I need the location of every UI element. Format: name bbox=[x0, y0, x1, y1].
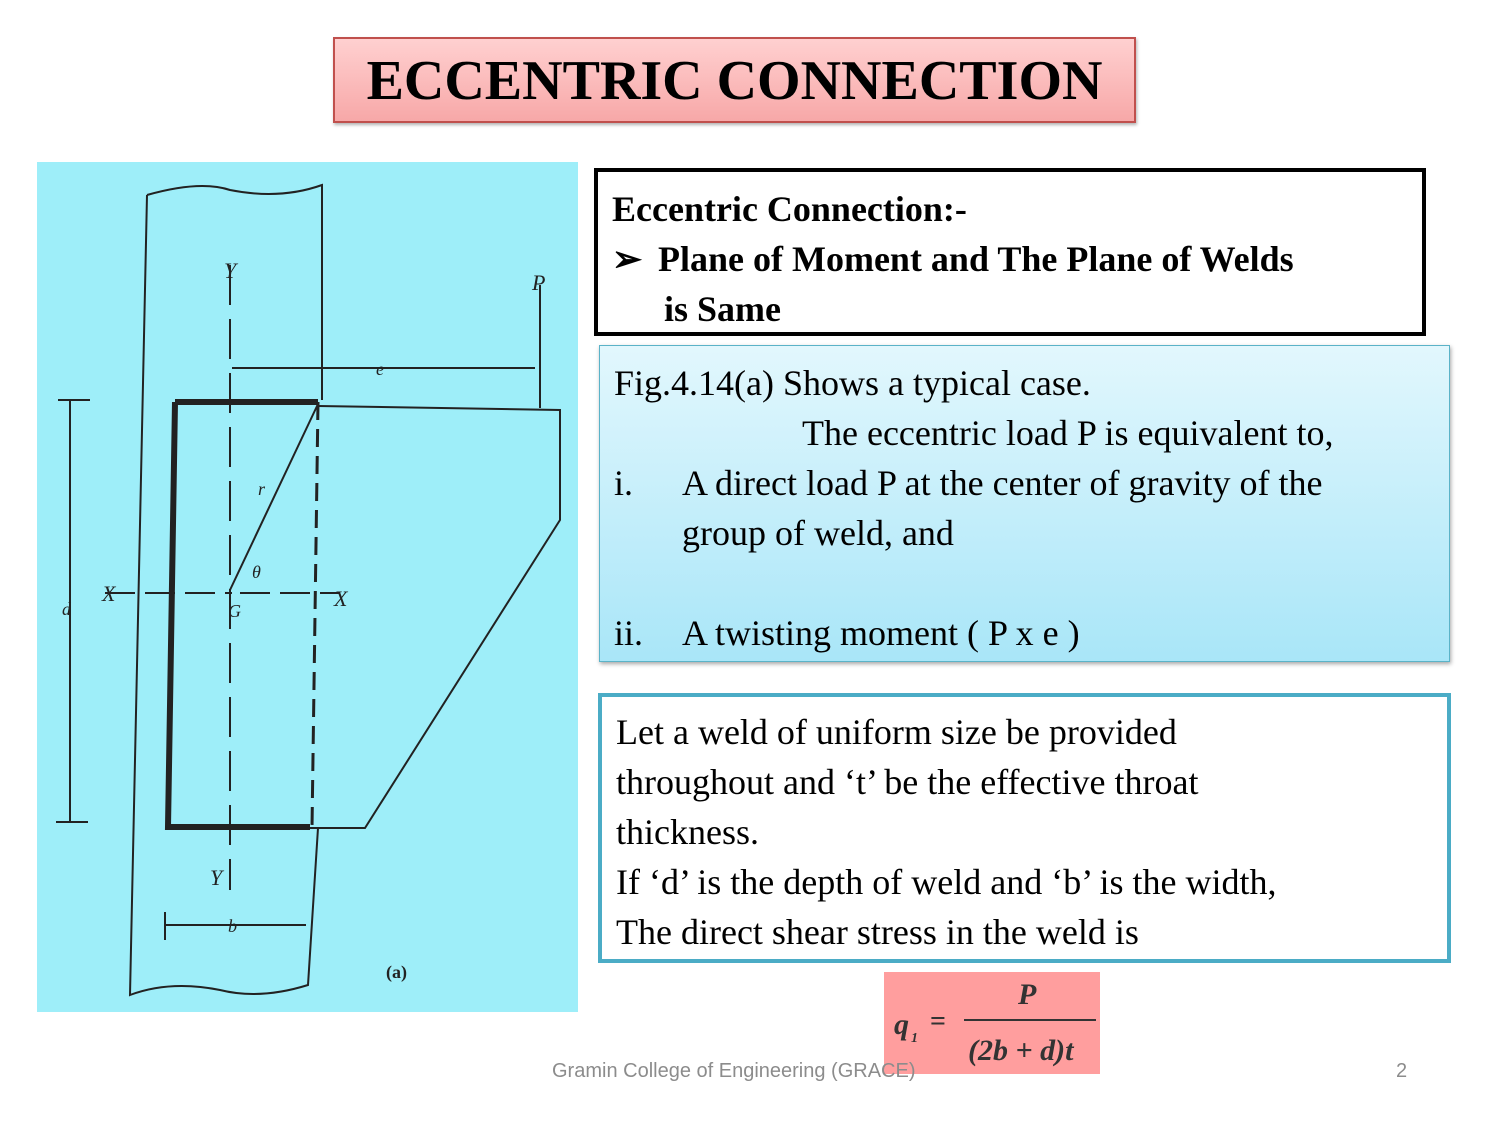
bullet-text: Plane of Moment and The Plane of Welds is… bbox=[658, 234, 1294, 334]
d-label: d bbox=[62, 599, 72, 619]
definition-box: Eccentric Connection:- ➢ Plane of Moment… bbox=[594, 168, 1426, 336]
footer-text: Gramin College of Engineering (GRACE) bbox=[552, 1060, 916, 1082]
list-number: ii. bbox=[614, 613, 644, 653]
bullet-text-line1: Plane of Moment and The Plane of Welds bbox=[658, 239, 1294, 279]
list-text-line2: group of weld, and bbox=[682, 513, 954, 553]
b-label: b bbox=[228, 916, 237, 936]
slide-title: ECCENTRIC CONNECTION bbox=[333, 37, 1136, 123]
formula-lhs: q bbox=[894, 1008, 909, 1041]
weld-line bbox=[164, 399, 318, 830]
weld-description-box: Let a weld of uniform size be provided t… bbox=[598, 693, 1451, 963]
weld-line-text: throughout and ‘t’ be the effective thro… bbox=[616, 762, 1199, 802]
formula-numerator: P bbox=[1017, 978, 1037, 1011]
shear-stress-formula: q 1 = P (2b + d)t bbox=[884, 972, 1100, 1074]
r-label: r bbox=[258, 479, 266, 499]
b-dimension bbox=[164, 912, 306, 940]
radius-line bbox=[229, 403, 319, 591]
x-label-left: X bbox=[101, 581, 117, 606]
list-text: A direct load P at the center of gravity… bbox=[682, 458, 1322, 558]
x-label-right: X bbox=[333, 586, 349, 611]
definition-heading: Eccentric Connection:- bbox=[612, 189, 967, 229]
list-item: i. A direct load P at the center of grav… bbox=[614, 458, 1435, 558]
eccentric-connection-figure: Y Y X X G θ r P e d b (a) bbox=[37, 162, 578, 1012]
theta-label: θ bbox=[252, 562, 261, 582]
d-dimension bbox=[56, 399, 90, 823]
bracket-plate bbox=[310, 405, 561, 829]
y-label-top: Y bbox=[224, 258, 239, 283]
weld-line-text: If ‘d’ is the depth of weld and ‘b’ is t… bbox=[616, 862, 1277, 902]
g-label: G bbox=[228, 601, 241, 621]
formula-lhs-subscript: 1 bbox=[911, 1031, 918, 1046]
explanation-line1: Fig.4.14(a) Shows a typical case. bbox=[614, 363, 1091, 403]
list-item: ii. A twisting moment ( P x e ) bbox=[614, 608, 1435, 658]
formula-denominator: (2b + d)t bbox=[968, 1034, 1075, 1067]
p-label: P bbox=[531, 270, 545, 295]
explanation-box: Fig.4.14(a) Shows a typical case. The ec… bbox=[599, 345, 1450, 662]
list-number: i. bbox=[614, 463, 634, 503]
list-text-line1: A direct load P at the center of gravity… bbox=[682, 463, 1323, 503]
explanation-line2: The eccentric load P is equivalent to, bbox=[802, 413, 1334, 453]
dashed-edge bbox=[310, 401, 320, 829]
weld-line-text: thickness. bbox=[616, 812, 759, 852]
figure-caption: (a) bbox=[386, 962, 407, 983]
column-outline bbox=[128, 183, 323, 997]
arrow-bullet-icon: ➢ bbox=[612, 239, 643, 279]
weld-line-text: The direct shear stress in the weld is bbox=[616, 912, 1139, 952]
weld-line-text: Let a weld of uniform size be provided bbox=[616, 712, 1177, 752]
formula-equals: = bbox=[930, 1006, 946, 1037]
page-number: 2 bbox=[1396, 1060, 1408, 1082]
bullet-text-line2: is Same bbox=[664, 289, 781, 329]
e-label: e bbox=[376, 359, 384, 379]
list-text: A twisting moment ( P x e ) bbox=[682, 613, 1080, 653]
y-label-bottom: Y bbox=[210, 865, 225, 890]
